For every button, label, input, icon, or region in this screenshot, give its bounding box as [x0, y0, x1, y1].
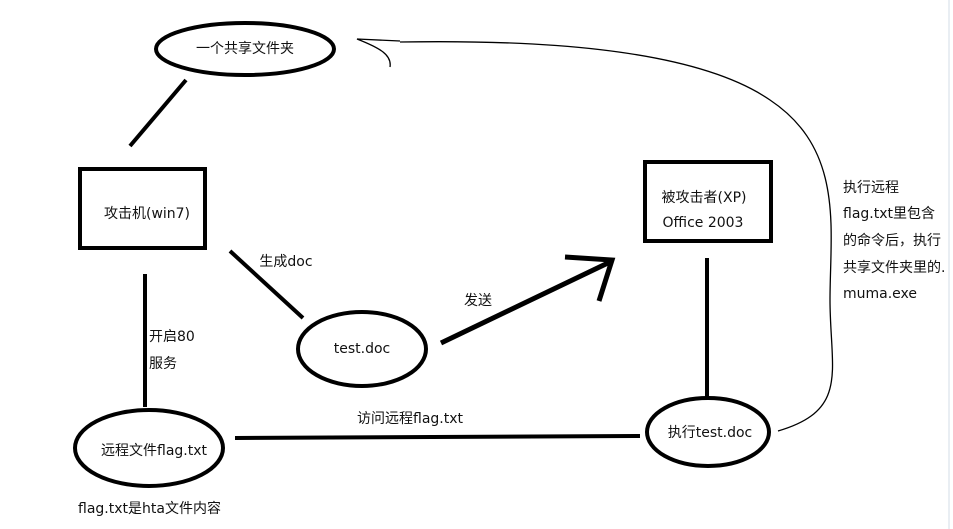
execute-note-line-1: 执行远程	[843, 180, 899, 196]
generate-doc-label: 生成doc	[259, 254, 313, 270]
flag-exec-connector	[234, 434, 641, 440]
share-folder-label: 一个共享文件夹	[196, 41, 294, 57]
victim-label-line2: Office 2003	[662, 215, 744, 231]
execute-note-line-4: 共享文件夹里的.	[843, 260, 946, 276]
test-doc-node	[296, 310, 428, 388]
attacker-testdoc-connector	[228, 249, 305, 320]
execute-note-line-2: flag.txt里包含	[843, 206, 935, 222]
remote-flag-node	[73, 408, 225, 488]
exec-test-label: 执行test.doc	[667, 425, 753, 441]
test-doc-label: test.doc	[333, 341, 391, 357]
share-attacker-connector	[128, 78, 188, 148]
open-port-label-line1: 开启80	[149, 329, 195, 345]
attacker-node	[78, 167, 207, 250]
share-folder-node	[154, 21, 336, 77]
exec-test-node	[645, 396, 771, 468]
victim-node	[643, 160, 773, 243]
open-port-label-line2: 服务	[149, 356, 177, 372]
visit-remote-label: 访问远程flag.txt	[357, 411, 463, 427]
send-label: 发送	[464, 293, 492, 309]
right-edge-strip	[948, 0, 950, 529]
remote-flag-label: 远程文件flag.txt	[101, 443, 207, 459]
send-arrow	[439, 254, 616, 346]
flag-content-note: flag.txt是hta文件内容	[78, 501, 221, 517]
attacker-label: 攻击机(win7)	[103, 206, 191, 222]
return-curve-arrow	[356, 38, 834, 432]
execute-note-line-5: muma.exe	[843, 286, 918, 302]
execute-note-line-3: 的命令后，执行	[843, 233, 941, 249]
victim-label-line1: 被攻击者(XP)	[661, 190, 747, 206]
